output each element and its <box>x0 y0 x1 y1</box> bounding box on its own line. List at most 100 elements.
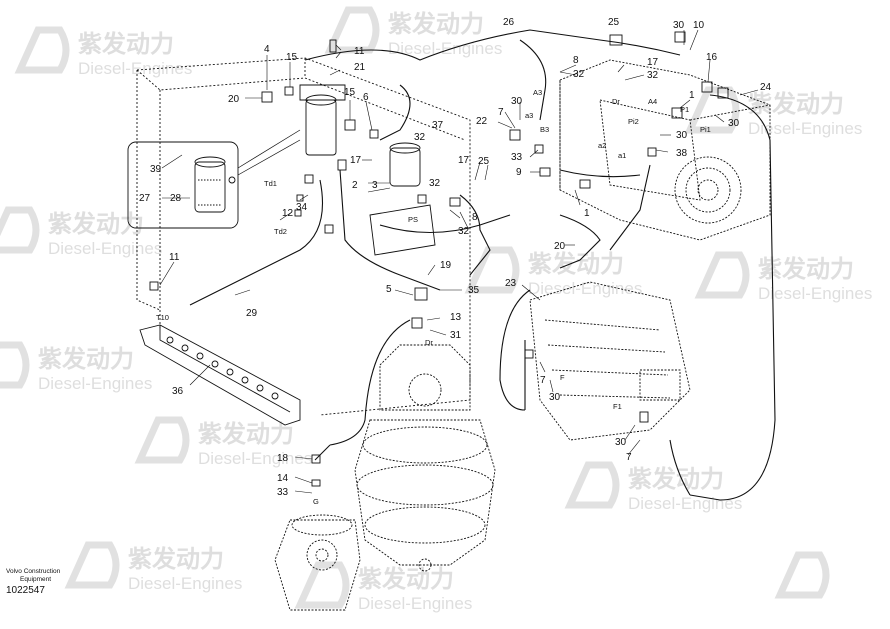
watermark-tile: 紫发动力 Diesel-Engines <box>134 416 312 468</box>
callout-27: 27 <box>139 193 151 204</box>
port-label-a3-upper: A3 <box>533 88 542 97</box>
callout-6: 6 <box>363 92 369 103</box>
watermark-tile <box>774 551 830 599</box>
credit-company-line1: Volvo Construction <box>6 568 61 575</box>
callout-30: 30 <box>673 20 685 31</box>
callout-30: 30 <box>549 392 561 403</box>
watermark-cn: 紫发动力 <box>38 345 134 373</box>
callout-29: 29 <box>246 308 258 319</box>
port-label-td1: Td1 <box>264 179 277 188</box>
watermark-cn: 紫发动力 <box>388 10 484 38</box>
watermark-cn: 紫发动力 <box>758 255 854 283</box>
watermark-cn: 紫发动力 <box>48 210 144 238</box>
callout-33: 33 <box>511 152 523 163</box>
callout-13: 13 <box>450 312 462 323</box>
callout-17: 17 <box>647 57 659 68</box>
watermark-tile: 紫发动力 Diesel-Engines <box>0 206 162 258</box>
callout-30: 30 <box>615 437 627 448</box>
callout-23: 23 <box>505 278 517 289</box>
port-label-a3: a3 <box>525 111 533 120</box>
callout-17: 17 <box>458 155 470 166</box>
watermark-tile: 紫发动力 Diesel-Engines <box>464 246 642 298</box>
watermark-en: Diesel-Engines <box>198 449 312 468</box>
watermark-tile: 紫发动力 Diesel-Engines <box>0 341 152 393</box>
watermark-en: Diesel-Engines <box>748 119 862 138</box>
port-label-ps: PS <box>408 215 418 224</box>
watermark-en: Diesel-Engines <box>528 279 642 298</box>
port-label-dr-swing: Dr <box>425 338 433 347</box>
callout-24: 24 <box>760 82 772 93</box>
drawing-number: 1022547 <box>6 585 45 596</box>
callout-28: 28 <box>170 193 182 204</box>
port-label-td2: Td2 <box>274 227 287 236</box>
watermark-cn: 紫发动力 <box>128 545 224 573</box>
callout-10: 10 <box>693 20 705 31</box>
callout-30: 30 <box>728 118 740 129</box>
callout-8: 8 <box>573 55 579 66</box>
main-pump <box>559 59 771 241</box>
port-label-dr-pump: Dr <box>612 97 620 106</box>
port-label-pi1: Pi1 <box>700 125 711 134</box>
callout-7: 7 <box>498 107 504 118</box>
callout-9: 9 <box>516 167 522 178</box>
inset-detail-box <box>127 141 239 229</box>
watermark-en: Diesel-Engines <box>628 494 742 513</box>
watermark-tile: 紫发动力 Diesel-Engines <box>564 461 742 513</box>
callout-35: 35 <box>468 285 480 296</box>
manifold-block <box>139 324 301 426</box>
callout-4: 4 <box>264 44 270 55</box>
callout-3: 3 <box>372 180 378 191</box>
watermark-cn: 紫发动力 <box>628 465 724 493</box>
watermark-tile: 紫发动力 Diesel-Engines <box>684 86 862 138</box>
port-label-g: G <box>313 497 319 506</box>
inset-filter <box>194 156 236 213</box>
line-drawing <box>127 29 776 611</box>
callout-32: 32 <box>458 226 470 237</box>
watermark-cn: 紫发动力 <box>358 565 454 593</box>
port-label-p1: P1 <box>680 105 689 114</box>
callout-37: 37 <box>432 120 444 131</box>
control-valve <box>529 281 691 441</box>
callout-11: 11 <box>169 252 180 263</box>
callout-32: 32 <box>573 69 585 80</box>
callout-30: 30 <box>676 130 688 141</box>
watermark-en: Diesel-Engines <box>758 284 872 303</box>
watermark-cn: 紫发动力 <box>78 30 174 58</box>
callout-19: 19 <box>440 260 452 271</box>
callout-12: 12 <box>282 208 294 219</box>
callout-7: 7 <box>626 452 632 463</box>
watermark-en: Diesel-Engines <box>78 59 192 78</box>
callout-26: 26 <box>503 17 515 28</box>
watermark-tile: 紫发动力 Diesel-Engines <box>324 6 502 58</box>
watermark-en: Diesel-Engines <box>38 374 152 393</box>
callout-15: 15 <box>344 87 356 98</box>
watermark-cn: 紫发动力 <box>198 420 294 448</box>
callout-20: 20 <box>228 94 240 105</box>
callout-8: 8 <box>472 212 478 223</box>
port-label-b3: B3 <box>540 125 549 134</box>
swing-motor <box>354 344 496 572</box>
callout-25: 25 <box>608 17 620 28</box>
callout-17: 17 <box>350 155 362 166</box>
watermark-tile: 紫发动力 Diesel-Engines <box>294 561 472 613</box>
fittings <box>149 31 729 487</box>
callout-20: 20 <box>554 241 566 252</box>
callout-36: 36 <box>172 386 184 397</box>
callout-1: 1 <box>689 90 695 101</box>
port-label-t10: T10 <box>156 313 169 322</box>
watermark-en: Diesel-Engines <box>48 239 162 258</box>
machine-frame-outline <box>136 57 471 416</box>
pilot-filter <box>299 84 346 156</box>
hose-lines <box>189 29 776 501</box>
port-label-a4: A4 <box>648 97 657 106</box>
leader-lines <box>159 29 759 494</box>
port-label-a2: a2 <box>598 141 606 150</box>
center-joint <box>274 514 361 611</box>
watermark-cn: 紫发动力 <box>748 90 844 118</box>
callout-21: 21 <box>354 62 366 73</box>
watermark-tile: 紫发动力 Diesel-Engines <box>694 251 872 303</box>
port-label-f: F <box>560 373 565 382</box>
callout-30: 30 <box>511 96 523 107</box>
callout-34: 34 <box>296 202 308 213</box>
